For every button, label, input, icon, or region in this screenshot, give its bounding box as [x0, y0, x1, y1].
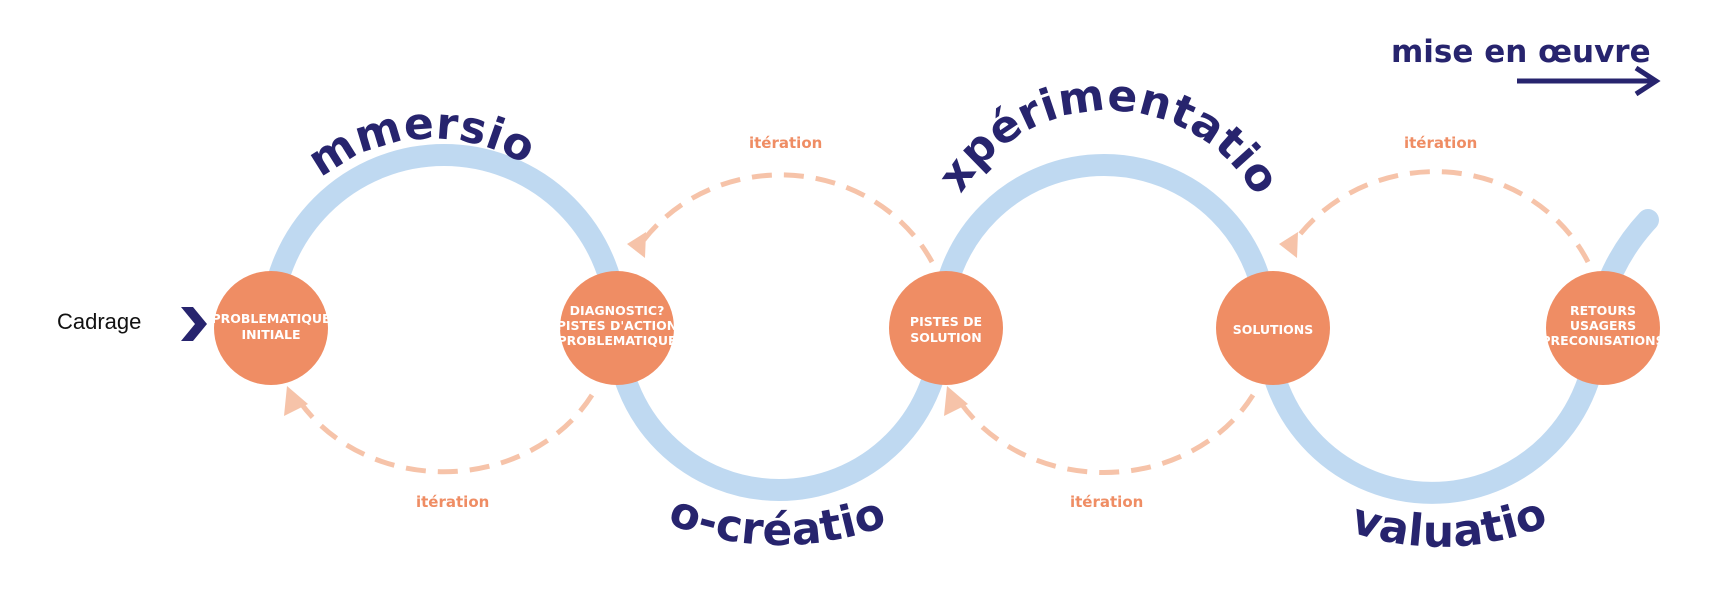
node-text-line: PROBLEMATIQUE: [557, 333, 676, 348]
start-label: Cadrage: [57, 309, 141, 334]
iteration-arrowhead-2: [627, 232, 646, 258]
node-text-line: USAGERS: [1570, 318, 1636, 333]
iteration-label-1: itération: [416, 493, 489, 511]
iteration-arrowhead-3: [944, 386, 968, 416]
implementation-arrow-icon: [1517, 65, 1661, 97]
node-problematique-initiale: PROBLEMATIQUE INITIALE: [211, 271, 331, 385]
node-text-line: SOLUTIONS: [1233, 322, 1314, 337]
iteration-arc-2: [637, 172, 935, 264]
node-text-line: DIAGNOSTIC?: [570, 303, 665, 318]
node-pistes-de-solution: PISTES DE SOLUTION: [889, 271, 1003, 385]
node-text-line: PRECONISATIONS: [1541, 333, 1664, 348]
node-text-line: PISTES D'ACTION: [557, 318, 678, 333]
node-text-line: RETOURS: [1570, 303, 1636, 318]
iteration-arc-1: [297, 393, 595, 475]
iteration-label-2: itération: [749, 134, 822, 152]
iteration-arrowhead-4: [1279, 232, 1298, 258]
implementation-label: mise en œuvre: [1391, 34, 1651, 70]
node-diagnostic: DIAGNOSTIC? PISTES D'ACTION PROBLEMATIQU…: [557, 271, 678, 385]
iteration-arc-3: [957, 393, 1256, 476]
node-retours-usagers: RETOURS USAGERS PRECONISATIONS: [1541, 271, 1665, 385]
track-loop-experimentation: [930, 154, 1278, 329]
track-loop-immersion: [260, 144, 628, 339]
node-solutions: SOLUTIONS: [1216, 271, 1330, 385]
phase-label-evaluation: évaluation: [0, 0, 1553, 558]
track-loop-cocreation: [606, 327, 952, 501]
iteration-label-3: itération: [1070, 493, 1143, 511]
node-text-line: SOLUTION: [910, 330, 982, 345]
iteration-arc-4: [1289, 169, 1591, 264]
iteration-label-4: itération: [1404, 134, 1477, 152]
iteration-arrowhead-1: [284, 386, 308, 416]
track-loop-evaluation: [1256, 327, 1608, 504]
node-text-line: PISTES DE: [910, 314, 982, 329]
start-chevron-icon: [181, 307, 207, 341]
node-text-line: PROBLEMATIQUE: [211, 311, 330, 326]
node-text-line: INITIALE: [241, 327, 300, 342]
